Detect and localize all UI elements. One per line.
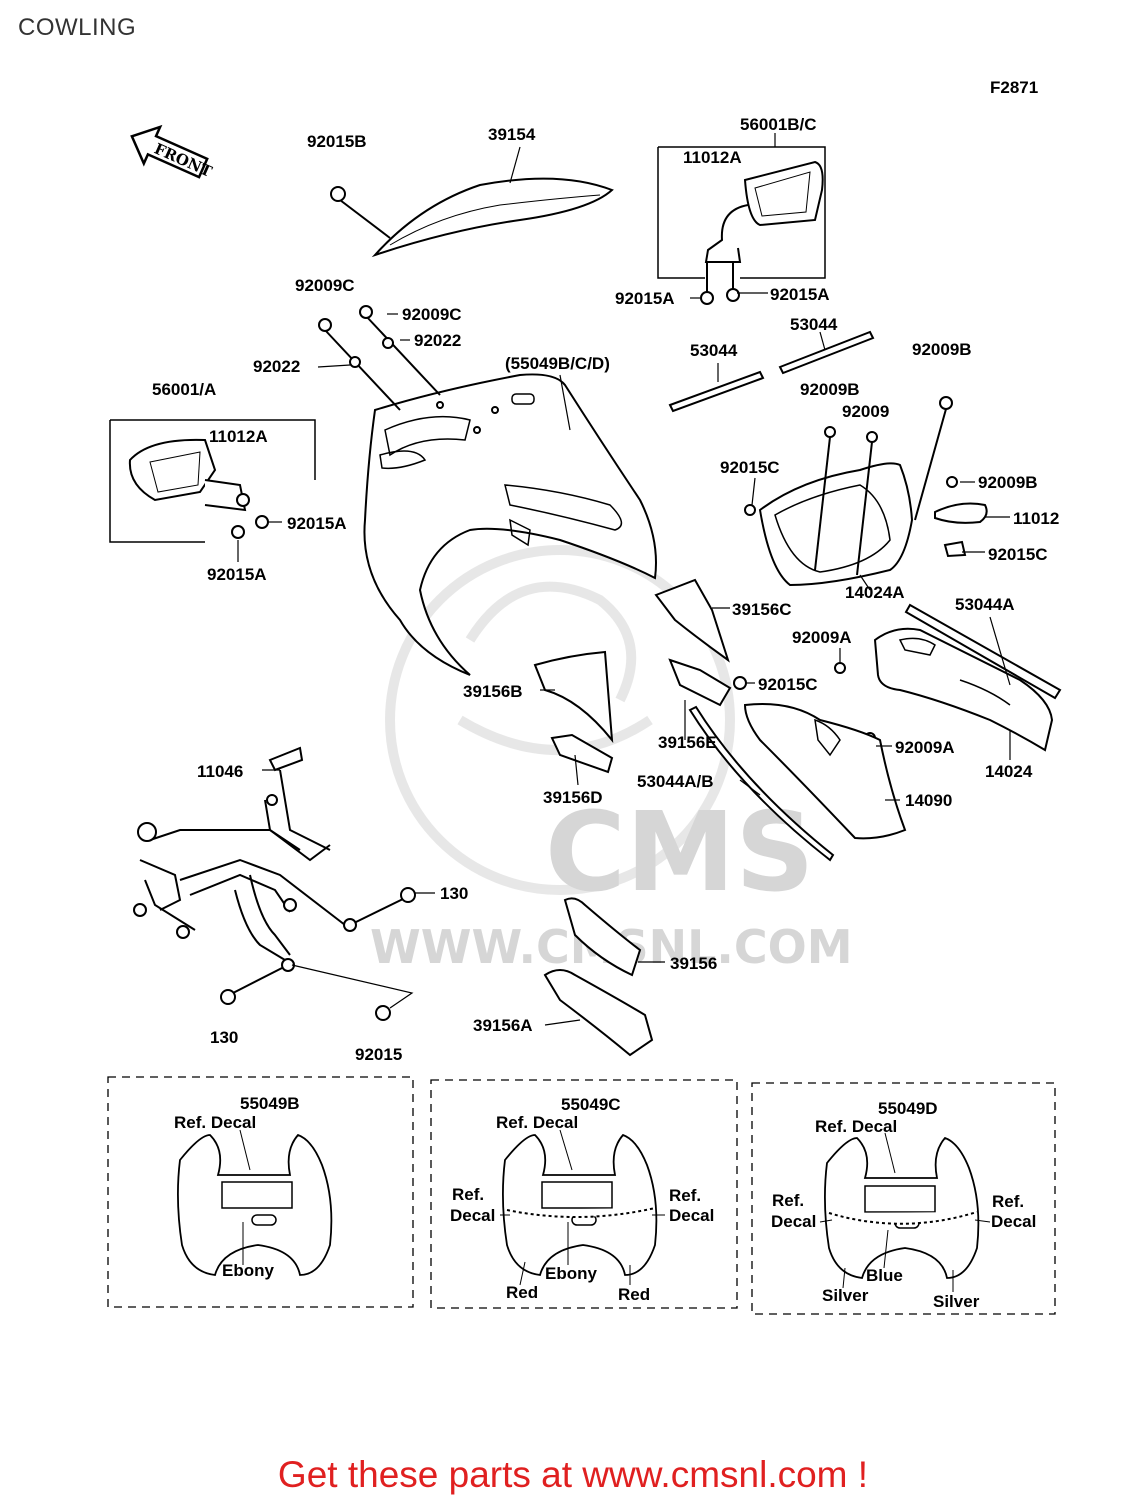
part-label: 11046 [197, 762, 243, 781]
ref-decal-right: Decal [991, 1212, 1036, 1231]
color-label: Ebony [222, 1261, 274, 1280]
part-label: 11012A [683, 148, 742, 167]
bracket-shape [873, 627, 1054, 752]
part-label: 39156C [732, 600, 792, 619]
part-label: 11012A [209, 427, 268, 446]
part-label: 56001B/C [740, 115, 817, 134]
part-label: 92009C [402, 305, 462, 324]
part-label: 92015A [770, 285, 830, 304]
variant-box-55049B [107, 1076, 414, 1308]
variant-box-55049D [751, 1082, 1056, 1315]
front-arrow: FRONT [130, 124, 215, 181]
color-label: Red [506, 1283, 538, 1302]
variant-code: 55049B [240, 1094, 300, 1113]
ref-decal-right: Ref. [669, 1186, 701, 1205]
ref-decal-right: Decal [669, 1206, 714, 1225]
color-label: Blue [866, 1266, 903, 1285]
watermark-cms: CMS [545, 788, 814, 916]
part-label: 11012 [1013, 509, 1059, 528]
part-label: 92015C [758, 675, 818, 694]
lower-cowl-shape [743, 703, 907, 840]
windshield-shape [371, 177, 614, 258]
part-label: 92009A [792, 628, 852, 647]
ref-decal-label: Ref. Decal [815, 1117, 897, 1136]
part-label: (55049B/C/D) [505, 354, 610, 373]
color-label: Red [618, 1285, 650, 1304]
left-mirror-shape [128, 438, 217, 502]
part-label: 130 [440, 884, 468, 903]
ref-decal-left: Ref. [452, 1185, 484, 1204]
right-mirror-shape [743, 160, 824, 227]
part-label: 14090 [905, 791, 952, 810]
ref-decal-left: Decal [450, 1206, 495, 1225]
ref-decal-left: Ref. [772, 1191, 804, 1210]
part-label: 92015A [615, 289, 675, 308]
figure-id: F2871 [990, 78, 1038, 97]
part-label: 92022 [253, 357, 300, 376]
ref-decal-label: Ref. Decal [496, 1113, 578, 1132]
color-label: Silver [822, 1286, 869, 1305]
part-label: 92009B [912, 340, 972, 359]
part-label: 53044A/B [637, 772, 714, 791]
inner-panel-shape [758, 462, 914, 587]
variant-box-55049C [430, 1079, 738, 1309]
part-label: 14024A [845, 583, 905, 602]
part-label: 92015A [207, 565, 267, 584]
color-label: Silver [933, 1292, 980, 1311]
part-label: 39156 [670, 954, 717, 973]
ref-decal-label: Ref. Decal [174, 1113, 256, 1132]
part-label: 92015C [988, 545, 1048, 564]
frame-shape [133, 746, 357, 972]
part-label: 39154 [488, 125, 536, 144]
part-label: 92009B [978, 473, 1038, 492]
part-label: 92015C [720, 458, 780, 477]
part-label: 39156D [543, 788, 603, 807]
footer-cta-link[interactable]: Get these parts at www.cmsnl.com ! [277, 1454, 869, 1495]
part-label: 92009 [842, 402, 889, 421]
part-label: 53044 [690, 341, 738, 360]
ref-decal-right: Ref. [992, 1192, 1024, 1211]
part-label: 92015A [287, 514, 347, 533]
variant-code: 55049D [878, 1099, 938, 1118]
part-label: 14024 [985, 762, 1033, 781]
part-label: 130 [210, 1028, 238, 1047]
part-label: 92009B [800, 380, 860, 399]
part-label: 92022 [414, 331, 461, 350]
part-label: 92009C [295, 276, 355, 295]
part-label: 56001/A [152, 380, 216, 399]
part-label: 53044 [790, 315, 838, 334]
part-label: 39156B [463, 682, 523, 701]
ref-decal-left: Decal [771, 1212, 816, 1231]
page-title: COWLING [18, 14, 137, 41]
part-label: 39156E [658, 733, 717, 752]
part-label: 92015 [355, 1045, 402, 1064]
part-label: 92009A [895, 738, 955, 757]
variant-code: 55049C [561, 1095, 621, 1114]
color-label: Ebony [545, 1264, 597, 1283]
parts-diagram: CMS WWW.CMSNL.COM F2871 FRONT [107, 78, 1062, 1315]
part-label: 92015B [307, 132, 367, 151]
part-label: 39156A [473, 1016, 533, 1035]
part-label: 53044A [955, 595, 1015, 614]
